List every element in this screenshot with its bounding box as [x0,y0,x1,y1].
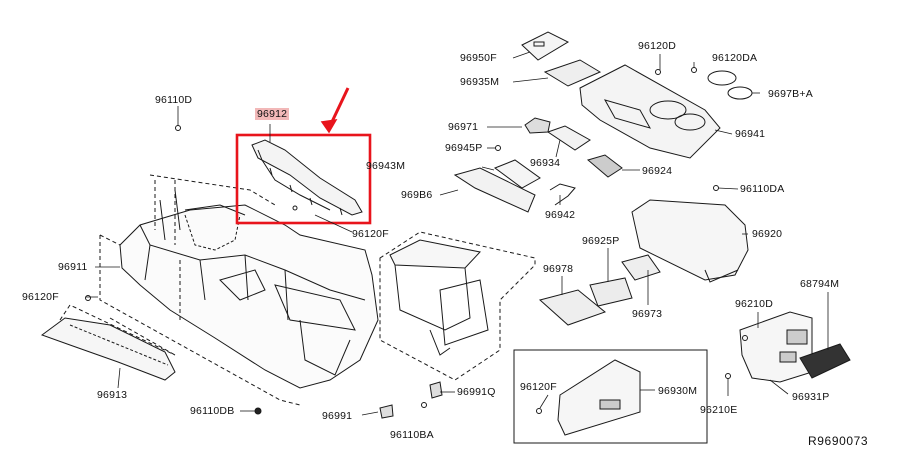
label-96978A: 9697B+A [768,88,813,100]
label-96943M: 96943M [366,160,406,172]
label-68794M: 68794M [800,278,840,290]
label-96913: 96913 [97,389,128,401]
part-96913 [40,317,176,381]
label-96110BA: 96110BA [390,429,434,441]
label-96120DA: 96120DA [712,52,758,64]
inset-detail [599,399,621,410]
label-96971: 96971 [448,121,479,133]
part-96912 [251,139,363,216]
label-96991Q: 96991Q [457,386,496,398]
part-96950F [521,31,570,61]
label-leaders [86,51,829,416]
diagram-reference: R9690073 [808,434,869,448]
part-cup-rings [707,70,753,100]
inset-box [513,349,708,444]
label-96991: 96991 [322,410,353,422]
part-96934 [546,125,591,151]
label-96934: 96934 [530,157,561,169]
label-96935M: 96935M [460,76,500,88]
label-96210E: 96210E [700,404,738,416]
part-96924 [586,154,623,178]
part-96931P [739,311,813,383]
callout-arrow [320,87,350,134]
storage-bin-group [379,231,536,381]
label-96973: 96973 [632,308,663,320]
part-96971 [524,117,551,134]
part-96925P [589,277,633,307]
label-96110DB: 96110DB [190,405,235,417]
label-96210D: 96210D [735,298,773,310]
part-96935M [543,59,602,87]
part-96930M [557,359,641,436]
label-96942: 96942 [545,209,576,221]
part-96941 [579,64,721,159]
console-leaders [99,174,301,406]
label-96925P: 96925P [582,235,620,247]
label-96945P: 96945P [445,142,483,154]
part-68794M [799,343,851,379]
label-96912: 96912 [255,108,290,120]
label-96978: 96978 [543,263,574,275]
label-96941: 96941 [735,128,766,140]
label-96930M: 96930M [658,385,698,397]
label-96924: 96924 [642,165,673,177]
label-96920: 96920 [752,228,783,240]
highlight-box-96912 [235,133,372,225]
label-96950F: 96950F [460,52,497,64]
label-96911: 96911 [58,261,88,273]
part-96973 [621,254,661,281]
label-96931P: 96931P [792,391,830,403]
console-body-96911 [119,189,379,389]
label-96120F-top: 96120F [352,228,389,240]
label-96986: 969B6 [401,189,433,201]
label-96110D: 96110D [155,94,193,106]
trim-leaders [59,304,176,356]
label-96110DA: 96110DA [740,183,785,195]
part-96978 [538,289,607,326]
label-96120D: 96120D [638,40,676,52]
label-96120F-left: 96120F [22,291,59,303]
fasteners [85,67,748,419]
part-96986 [453,167,536,213]
part-96920 [631,199,749,283]
label-96120F-inset: 96120F [520,381,557,393]
part-96943M [493,159,541,189]
part-96942 [549,183,576,206]
